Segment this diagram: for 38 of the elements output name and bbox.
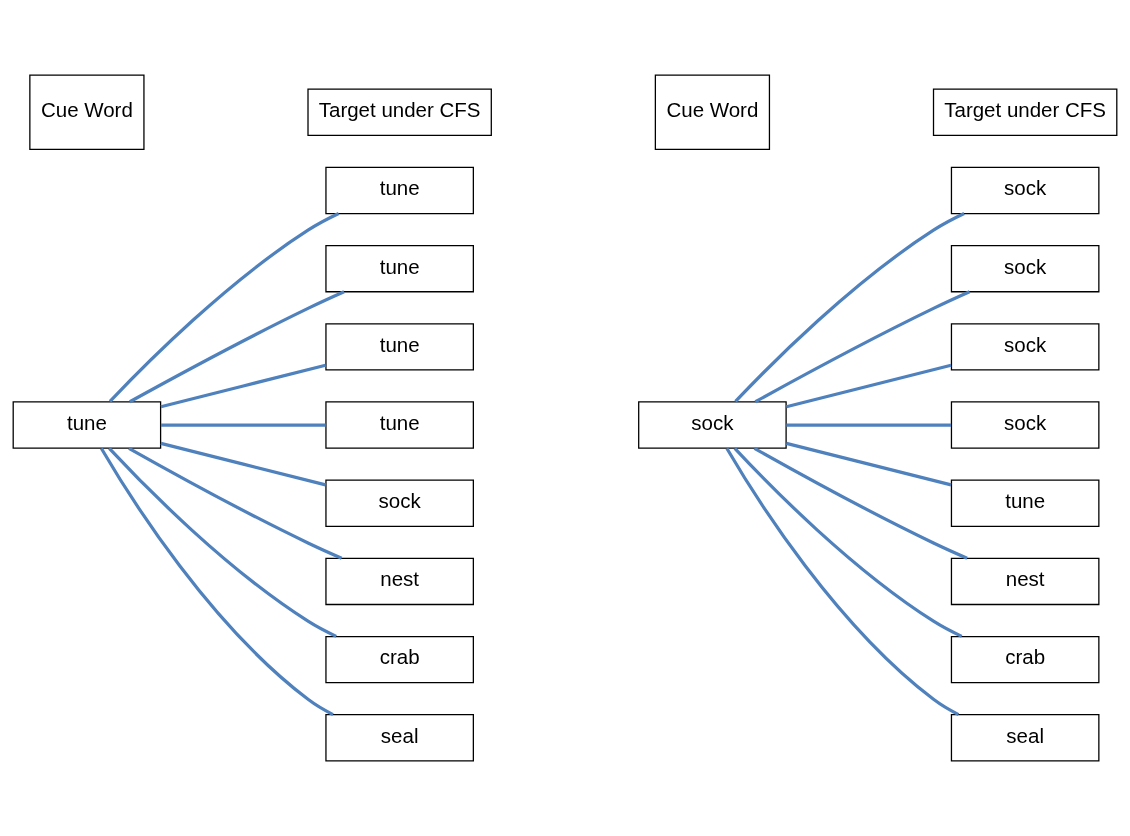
node-box: seal: [325, 714, 474, 762]
connector: [753, 446, 968, 560]
node-box: sock: [950, 244, 1100, 293]
connector: [160, 423, 326, 427]
node-box: tune: [325, 166, 474, 215]
connector: [108, 212, 340, 403]
node-box: tune: [325, 401, 474, 449]
connector: [129, 290, 345, 404]
node-box: crab: [325, 635, 474, 684]
connector: [128, 446, 343, 560]
node-box: seal: [950, 714, 1100, 762]
connector: [160, 441, 326, 487]
connector: [786, 423, 952, 427]
node-box: Cue Word: [29, 74, 145, 151]
node-box: tune: [325, 244, 474, 293]
node-box: tune: [325, 323, 474, 371]
node-box: sock: [950, 323, 1100, 371]
connector: [108, 447, 337, 638]
connector: [100, 447, 334, 717]
connector: [725, 447, 960, 717]
node-box: sock: [325, 479, 474, 527]
node-box: tune: [12, 401, 162, 449]
connector: [160, 363, 326, 409]
node-box: crab: [950, 635, 1100, 684]
node-box: nest: [325, 557, 474, 606]
connector: [786, 363, 952, 409]
node-box: tune: [950, 479, 1100, 527]
node-box: sock: [638, 401, 787, 449]
connector: [786, 441, 952, 487]
node-box: nest: [950, 557, 1100, 606]
node-box: sock: [950, 166, 1100, 215]
connector: [754, 290, 971, 404]
node-box: sock: [950, 401, 1100, 449]
node-box: Cue Word: [654, 74, 771, 151]
connector: [734, 212, 965, 403]
node-box: Target under CFS: [307, 88, 492, 136]
connector: [733, 447, 963, 638]
node-box: Target under CFS: [932, 88, 1118, 136]
